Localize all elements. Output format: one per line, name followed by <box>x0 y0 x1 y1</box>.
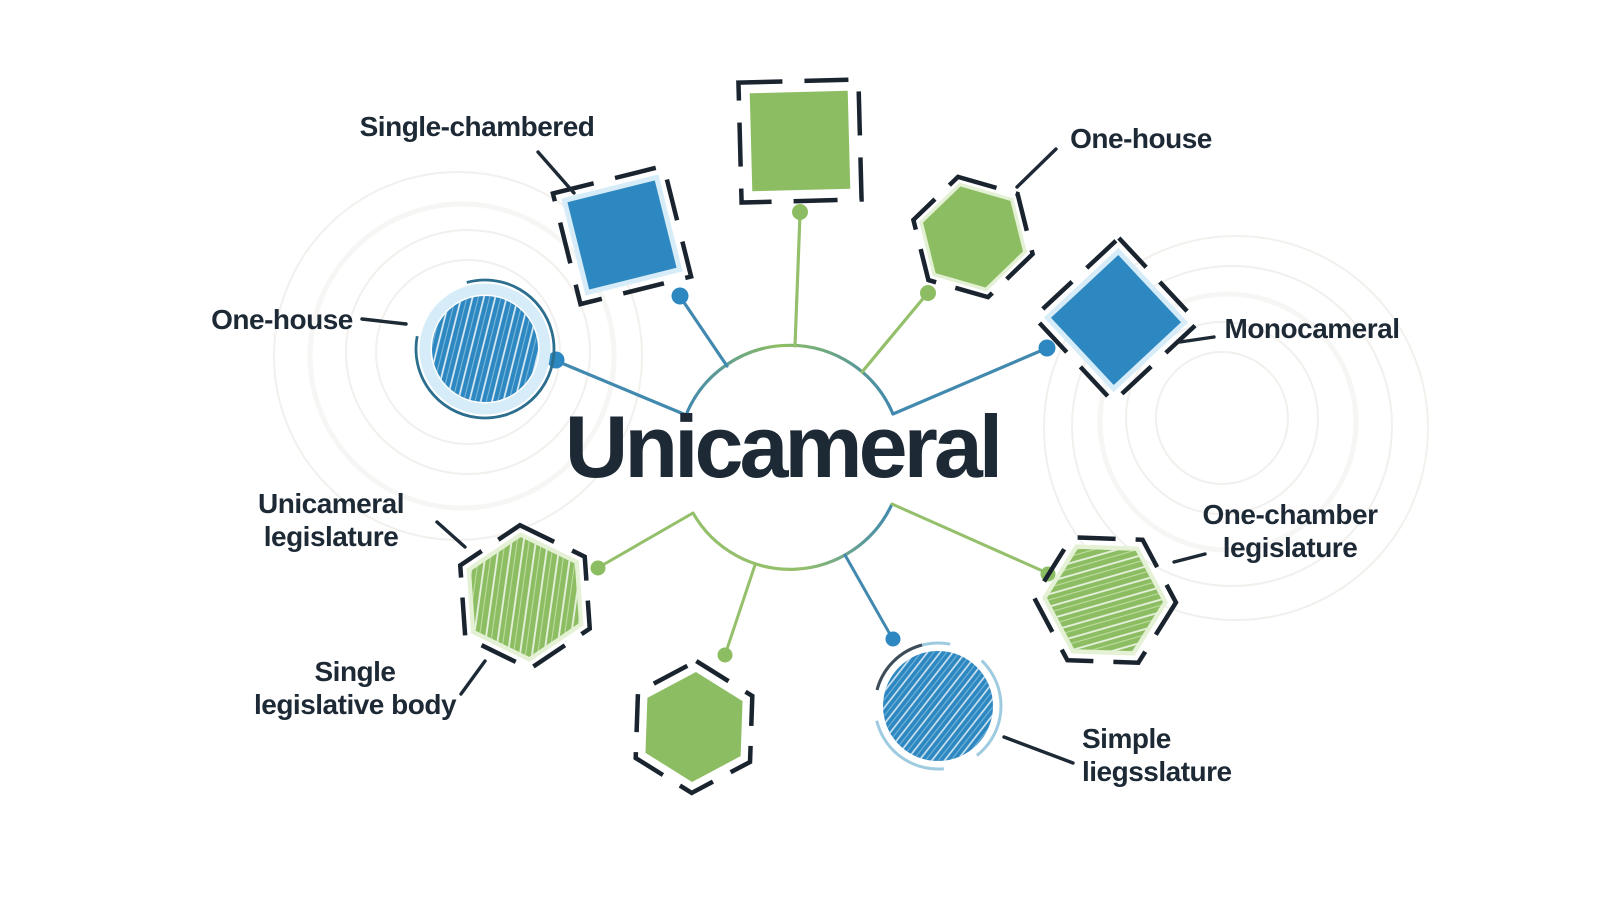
connector-dot-top <box>792 204 808 220</box>
node-right-diamond <box>1030 234 1202 406</box>
connector-dot-right <box>1038 339 1056 357</box>
connector-dot-bottom-center <box>885 631 901 647</box>
pointer-monocameral <box>1178 335 1216 344</box>
label-pointers <box>360 147 1216 765</box>
label-one-chamber-legislature: One-chamber legislature <box>1202 499 1379 563</box>
node-bottom-left-hexagon <box>457 522 593 672</box>
pointer-single-legislative-body <box>459 659 487 696</box>
connector-dot-top-left <box>671 287 689 305</box>
connector-dot-bottom-left <box>590 560 606 576</box>
pointer-single-chambered <box>536 150 576 195</box>
connectors <box>547 204 1056 663</box>
pointer-one-house-right <box>1015 147 1058 189</box>
node-top-center-square <box>736 77 864 205</box>
pointer-simple-legislature <box>1002 735 1075 765</box>
label-unicameral-legislature: Unicameral legislature <box>258 488 404 552</box>
label-simple-legislature: Simple liegsslature <box>1082 723 1232 787</box>
node-top-left-square <box>550 163 694 307</box>
node-bottom-right-hexagon <box>1031 535 1179 665</box>
label-one-house-right: One-house <box>1070 123 1212 154</box>
connector-dot-top-right <box>920 285 936 301</box>
label-monocameral: Monocameral <box>1224 313 1401 344</box>
node-bottom-center-hexagon <box>633 658 755 796</box>
hub-bottom-arc <box>691 503 894 571</box>
label-single-chambered: Single-chambered <box>359 111 595 142</box>
node-left-circle <box>414 278 556 420</box>
pointer-one-chamber-legislature <box>1172 552 1207 564</box>
connector-dot-bottom <box>717 647 733 663</box>
node-bottom-right-circle <box>873 641 1003 771</box>
pointer-one-house-left <box>360 317 408 326</box>
label-single-legislative-body: Single legislative body <box>253 656 457 720</box>
pointer-unicameral-legislature <box>435 520 467 549</box>
hub-top-arc <box>684 343 895 416</box>
node-top-right-hexagon <box>910 174 1036 300</box>
label-one-house-left: One-house <box>211 304 353 335</box>
background-rings-right <box>1043 235 1429 621</box>
central-topic-title: Unicameral <box>564 397 1003 496</box>
